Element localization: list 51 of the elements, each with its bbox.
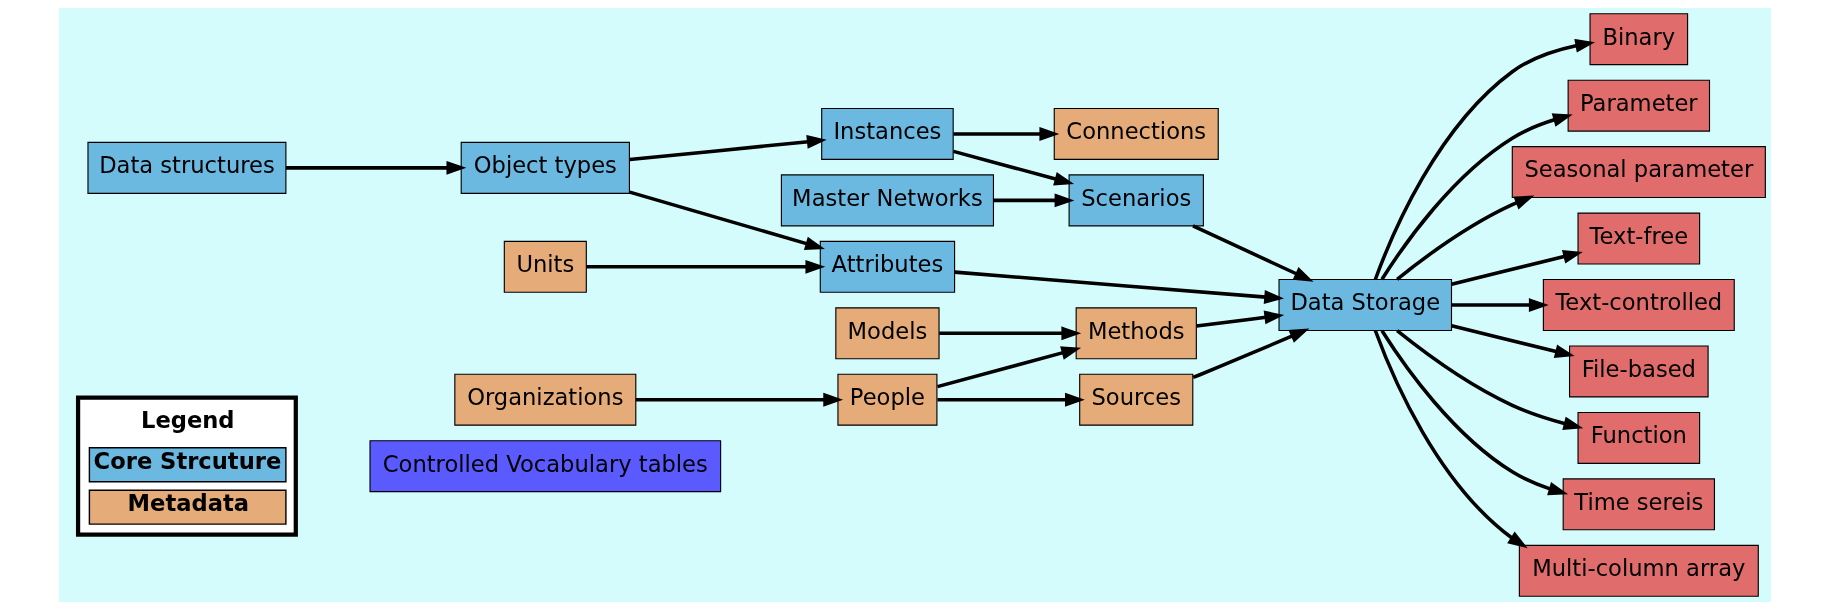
arrow — [635, 392, 844, 407]
node-box: Models — [835, 307, 940, 360]
node-box: Multi-column array — [1518, 544, 1759, 597]
arrow — [1451, 324, 1575, 359]
node-box: Master Networks — [780, 174, 995, 227]
node-box: People — [837, 373, 938, 426]
node-box: Connections — [1053, 107, 1219, 160]
arrow — [1192, 328, 1310, 380]
arrow — [1451, 249, 1583, 286]
arrow — [937, 392, 1085, 407]
node-box: Methods — [1075, 307, 1197, 360]
node-box: Function — [1577, 411, 1701, 464]
legend-label: Core Strcuture — [93, 447, 282, 474]
arrow — [937, 346, 1082, 389]
arrow — [629, 190, 825, 251]
arrow — [1396, 329, 1584, 431]
arrow — [629, 134, 827, 162]
arrow — [1373, 38, 1596, 281]
arrow — [1373, 329, 1528, 549]
arrow — [954, 270, 1285, 304]
node-box: Binary — [1589, 13, 1689, 66]
node-box: Text-free — [1577, 212, 1701, 265]
arrow — [1451, 298, 1549, 312]
node-box: Scenarios — [1068, 174, 1204, 227]
node-box: Seasonal parameter — [1511, 146, 1766, 199]
node-box: Data Storage — [1278, 279, 1453, 331]
arrow — [939, 326, 1082, 341]
arrow — [1192, 224, 1314, 282]
arrow — [586, 259, 826, 274]
node-box: Instances — [821, 107, 954, 160]
node-box: Attributes — [819, 240, 956, 293]
arrow — [953, 149, 1075, 186]
node-box: Organizations — [454, 373, 637, 426]
node-box: Data structures — [87, 141, 287, 194]
node-box: Time sereis — [1562, 478, 1715, 531]
node-box: Text-controlled — [1542, 279, 1735, 331]
arrow — [953, 127, 1060, 141]
arrow — [286, 160, 467, 175]
node-box: Sources — [1079, 373, 1194, 426]
legend-label: Metadata — [127, 490, 249, 517]
label: Legend — [141, 406, 235, 433]
arrow — [1396, 195, 1535, 281]
node-box: Units — [503, 240, 587, 293]
node-box: File-based — [1569, 345, 1709, 398]
node-box: Parameter — [1567, 79, 1711, 132]
arrow — [993, 193, 1075, 208]
node-box: Controlled Vocabulary tables — [369, 440, 722, 493]
arrow — [1380, 113, 1573, 281]
arrow — [1380, 329, 1569, 496]
arrow — [1196, 310, 1285, 328]
node-box: Object types — [460, 141, 630, 194]
